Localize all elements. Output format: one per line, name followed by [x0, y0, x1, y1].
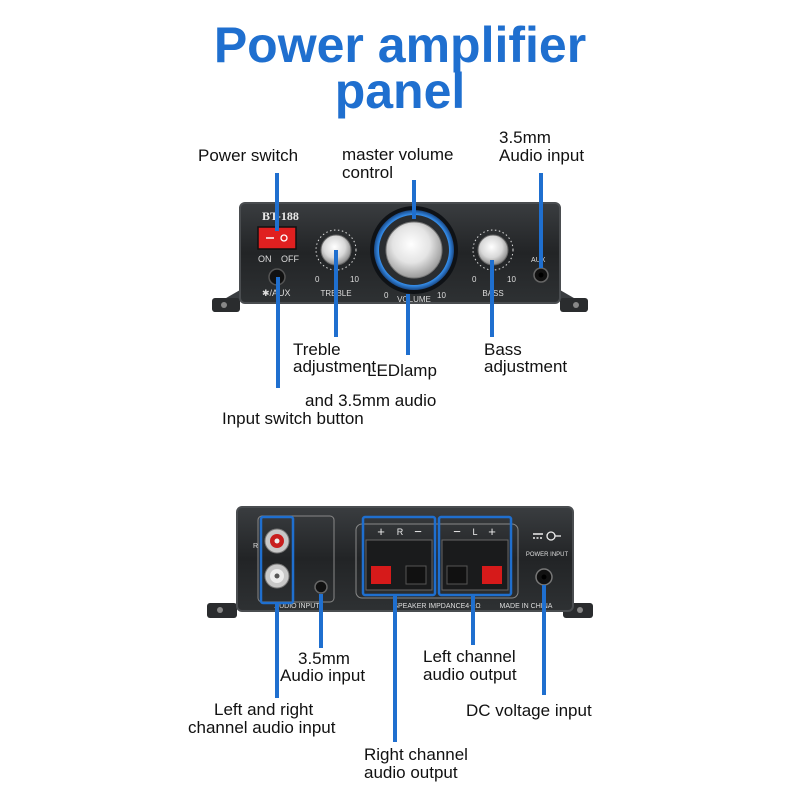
volume-knob[interactable]: [370, 206, 458, 294]
left-l-label: L: [472, 527, 477, 537]
model-label: BT-188: [262, 209, 299, 223]
right-plus-label: +: [377, 524, 385, 539]
rca-r-label: R: [253, 543, 258, 550]
title-line-1: Power amplifier: [213, 17, 587, 73]
right-r-label: R: [397, 527, 404, 537]
label-switch-button-1: and 3.5mm audio: [305, 391, 437, 410]
made-in-label: MADE IN CHINA: [500, 603, 553, 610]
treble-max-label: 10: [350, 275, 359, 284]
label-left-output-2: audio output: [423, 665, 517, 684]
label-left-output-1: Left channel: [423, 647, 516, 666]
label-power-switch: Power switch: [198, 146, 299, 165]
callouts: [259, 173, 546, 742]
left-plus-label: +: [488, 524, 496, 539]
right-minus-label: −: [414, 524, 422, 539]
title-line-2: panel: [334, 63, 466, 119]
label-right-output-2: audio output: [364, 763, 458, 782]
bass-max-label: 10: [507, 275, 516, 284]
label-lr-input-2: channel audio input: [188, 718, 336, 737]
label-audio-input-back-1: 3.5mm: [298, 649, 350, 668]
label-dc-input: DC voltage input: [466, 701, 592, 720]
bass-min-label: 0: [472, 275, 477, 284]
volume-label: VOLUME: [397, 295, 431, 304]
audio-input-label: AUDIO INPUT: [274, 603, 320, 610]
power-input-label: POWER INPUT: [526, 552, 569, 558]
label-bass-1: Bass: [484, 340, 522, 359]
label-bass-2: adjustment: [484, 357, 568, 376]
back-aux-jack[interactable]: [314, 580, 328, 594]
switch-off-label: OFF: [281, 254, 299, 264]
switch-on-label: ON: [258, 254, 272, 264]
dc-symbol-icon: [533, 531, 561, 541]
left-minus-label: −: [453, 524, 461, 539]
label-right-output-1: Right channel: [364, 745, 468, 764]
label-master-volume-2: control: [342, 163, 394, 182]
back-panel: R AUDIO INPUT + R − − L + SPEAKER IMPDAN…: [207, 506, 593, 618]
label-master-volume-1: master volume: [342, 145, 454, 164]
label-led-lamp: LEDlamp: [367, 361, 437, 380]
speaker-terminal-box: [355, 523, 519, 599]
label-lr-input-1: Left and right: [214, 700, 314, 719]
treble-min-label: 0: [315, 275, 320, 284]
aux-jack-label: AUX: [531, 257, 546, 264]
volume-min-label: 0: [384, 291, 389, 300]
label-audio-input-back-2: Audio input: [280, 666, 366, 685]
label-switch-button-2: Input switch button: [222, 409, 364, 428]
speaker-impedance-label: SPEAKER IMPDANCE4-8Ω: [393, 603, 480, 610]
label-audio-input-front-1: 3.5mm: [499, 128, 551, 147]
audio-input-box: [257, 515, 335, 603]
highlight-right-output: [361, 515, 437, 597]
label-treble-2: adjustment: [293, 357, 377, 376]
label-audio-input-front-2: Audio input: [499, 146, 585, 165]
front-panel: BT-188 ON OFF ✱/AUX 0 10 TREBLE 0 10 VOL…: [212, 202, 588, 312]
label-treble-1: Treble: [293, 340, 341, 359]
volume-max-label: 10: [437, 291, 446, 300]
